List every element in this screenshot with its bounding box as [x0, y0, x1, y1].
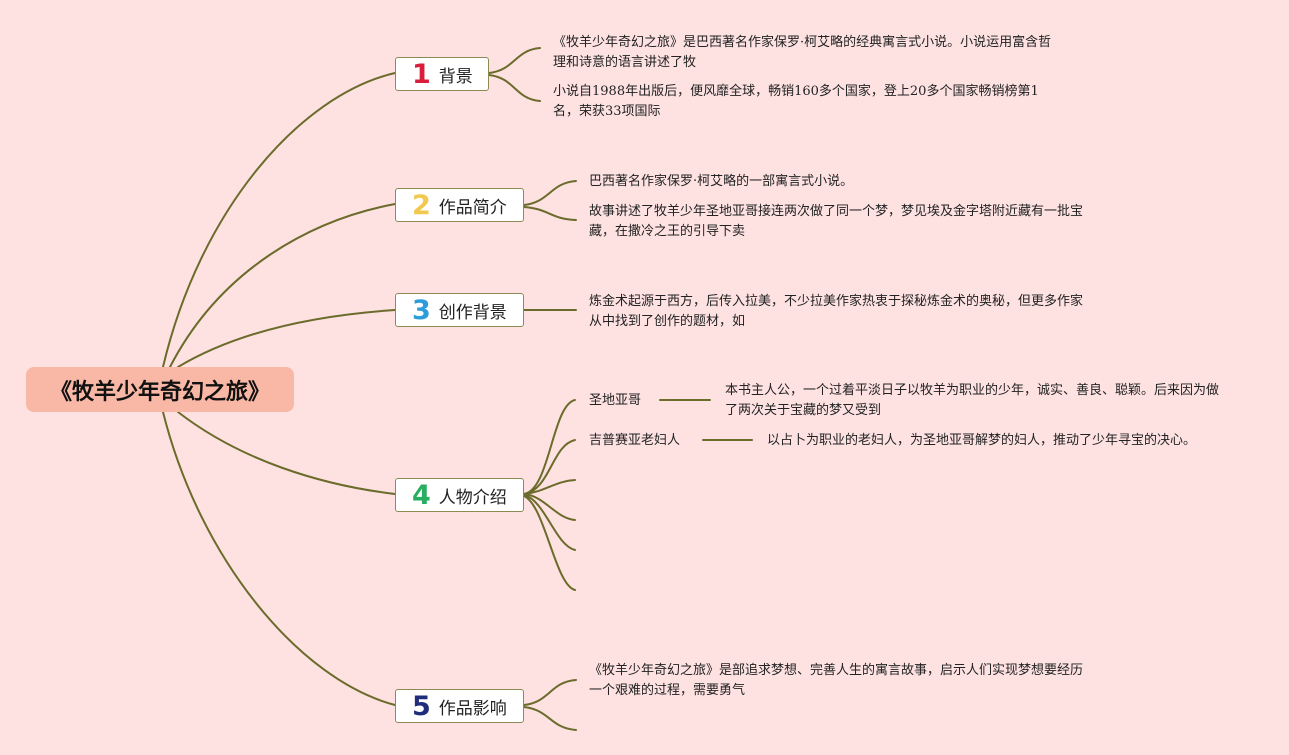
leaf-background-1[interactable]: 《牧羊少年奇幻之旅》是巴西著名作家保罗·柯艾略的经典寓言式小说。小说运用富含哲理…: [553, 35, 1052, 70]
link-root-topic1: [162, 72, 396, 368]
leaf-creation-1[interactable]: 炼金术起源于西方，后传入拉美，不少拉美作家热衷于探秘炼金术的奥秘，但更多作家从中…: [589, 294, 1084, 329]
link-topic4-empty3: [523, 494, 576, 551]
link-topic4-empty4: [523, 495, 576, 591]
topic-creation-background[interactable]: 3 创作背景: [395, 293, 524, 327]
link-topic4-char2: [523, 439, 576, 495]
topic-background[interactable]: 1 背景: [395, 57, 489, 91]
link-root-topic4: [177, 411, 396, 495]
link-topic1-leaf2: [488, 74, 541, 102]
link-topic4-char1: [523, 399, 576, 495]
link-topic5-leaf1: [523, 679, 577, 706]
topic-label: 作品影响: [438, 698, 507, 719]
link-root-topic3: [177, 309, 396, 368]
link-topic2-leaf2: [523, 206, 577, 221]
link-root-topic2: [169, 203, 396, 368]
number-2-icon: 2: [412, 189, 431, 221]
topic-label: 人物介绍: [438, 487, 507, 508]
topic-intro[interactable]: 2 作品简介: [395, 188, 524, 222]
link-topic4-empty1: [523, 479, 576, 495]
topic-label: 背景: [438, 66, 473, 87]
link-topic1-leaf1: [488, 47, 541, 74]
root-title: 《牧羊少年奇幻之旅》: [49, 379, 270, 405]
leaf-influence-1[interactable]: 《牧羊少年奇幻之旅》是部追求梦想、完善人生的寓言故事，启示人们实现梦想要经历一个…: [589, 663, 1084, 698]
link-root-topic5: [162, 411, 396, 706]
root-topic[interactable]: 《牧羊少年奇幻之旅》: [26, 367, 294, 412]
character-name-2[interactable]: 吉普赛亚老妇人: [589, 433, 681, 448]
topic-influence[interactable]: 5 作品影响: [395, 689, 524, 723]
leaf-intro-2[interactable]: 故事讲述了牧羊少年圣地亚哥接连两次做了同一个梦，梦见埃及金字塔附近藏有一批宝藏，…: [589, 204, 1084, 239]
link-topic4-empty2: [523, 493, 576, 521]
number-5-icon: 5: [412, 690, 431, 722]
topic-characters[interactable]: 4 人物介绍: [395, 478, 524, 512]
link-topic5-empty: [523, 706, 577, 731]
character-desc-1[interactable]: 本书主人公，一个过着平淡日子以牧羊为职业的少年，诚实、善良、聪颖。后来因为做了两…: [725, 383, 1220, 418]
number-3-icon: 3: [412, 294, 431, 326]
link-topic2-leaf1: [523, 180, 577, 206]
leaf-background-2[interactable]: 小说自1988年出版后，便风靡全球，畅销160多个国家，登上20多个国家畅销榜第…: [553, 84, 1039, 119]
character-desc-2[interactable]: 以占卜为职业的老妇人，为圣地亚哥解梦的妇人，推动了少年寻宝的决心。: [767, 433, 1197, 448]
character-name-1[interactable]: 圣地亚哥: [589, 393, 642, 408]
topic-label: 创作背景: [438, 302, 507, 323]
leaf-intro-1[interactable]: 巴西著名作家保罗·柯艾略的一部寓言式小说。: [589, 174, 854, 189]
number-1-icon: 1: [412, 58, 431, 90]
number-4-icon: 4: [412, 479, 431, 511]
topic-label: 作品简介: [438, 197, 507, 218]
